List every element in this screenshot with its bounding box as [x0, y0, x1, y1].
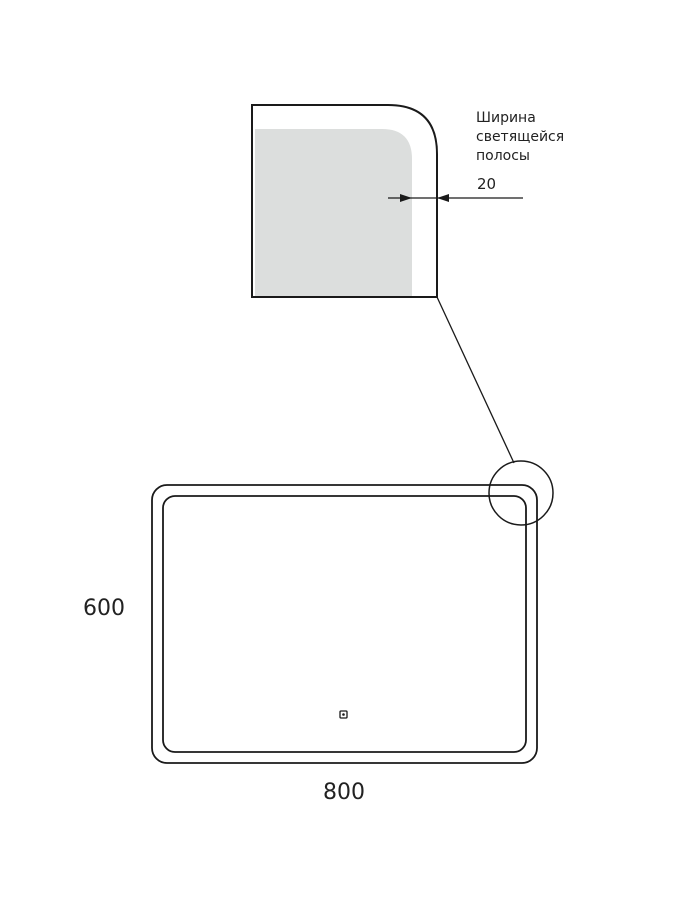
touch-sensor-dot	[342, 713, 345, 716]
strip-width-label: Ширина светящейся полосы	[476, 109, 564, 166]
glow-strip-fill	[255, 129, 412, 296]
label-line-2: светящейся	[476, 129, 565, 145]
label-line-1: Ширина	[476, 110, 536, 126]
arrow-left-icon	[437, 194, 449, 202]
mirror-inner-edge	[162, 495, 527, 753]
label-line-3: полосы	[476, 148, 530, 164]
width-dimension: 800	[323, 780, 365, 805]
touch-sensor-icon	[339, 710, 348, 719]
detail-outline	[251, 104, 438, 298]
mirror-front-view	[151, 460, 554, 764]
mirror-outer-edge	[151, 484, 538, 764]
strip-width-value: 20	[477, 175, 497, 193]
corner-detail	[251, 104, 523, 464]
arrow-right-icon	[400, 194, 412, 202]
height-dimension: 600	[83, 596, 125, 621]
leader-line	[436, 296, 515, 464]
detail-callout-circle	[488, 460, 554, 526]
